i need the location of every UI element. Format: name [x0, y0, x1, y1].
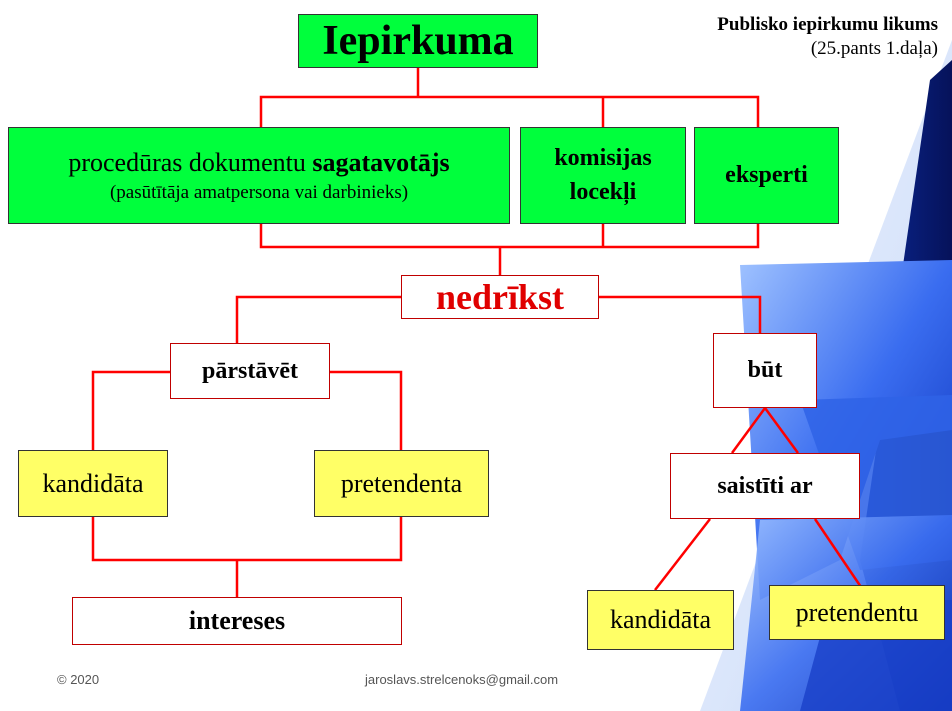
candidate-right-label: kandidāta — [609, 605, 712, 634]
root-node-label: Iepirkuma — [322, 18, 514, 64]
be-label: būt — [747, 357, 783, 383]
experts-node-box: eksperti — [694, 127, 839, 224]
represent-node-box: pārstāvēt — [170, 343, 330, 399]
prohibition-label: nedrīkst — [435, 277, 565, 317]
represent-label: pārstāvēt — [202, 357, 298, 384]
experts-label: eksperti — [725, 162, 808, 188]
interests-node-box: intereses — [72, 597, 402, 645]
commission-label-line1: komisijas — [554, 144, 652, 171]
law-title: Publisko iepirkumu likums — [717, 14, 938, 35]
be-node-box: būt — [713, 333, 817, 408]
candidate-right-box: kandidāta — [587, 590, 734, 650]
commission-node-box: komisijas locekļi — [520, 127, 686, 224]
law-article: (25.pants 1.daļa) — [810, 38, 938, 59]
preparer-bold-label: sagatavotājs — [312, 147, 450, 177]
candidate-left-label: kandidāta — [42, 468, 144, 498]
law-reference: Publisko iepirkumu likums (25.pants 1.da… — [600, 14, 938, 60]
tenderer-right-box: pretendentu — [769, 585, 945, 640]
footer-email: jaroslavs.strelcenoks@gmail.com — [365, 672, 559, 687]
tenderer-left-box: pretendenta — [314, 450, 489, 517]
tenderer-right-label: pretendentu — [795, 597, 919, 627]
tenderer-left-label: pretendenta — [340, 468, 463, 498]
related-to-node-box: saistīti ar — [670, 453, 860, 519]
related-to-label: saistīti ar — [717, 472, 813, 499]
root-node-box: Iepirkuma — [298, 14, 538, 68]
preparer-node-box: procedūras dokumentu sagatavotājs (pasūt… — [8, 127, 510, 224]
preparer-sub-label: (pasūtītāja amatpersona vai darbinieks) — [109, 181, 409, 203]
commission-label-line2: locekļi — [569, 178, 637, 205]
candidate-left-box: kandidāta — [18, 450, 168, 517]
footer-copyright: © 2020 — [57, 672, 100, 687]
preparer-title: procedūras dokumentu sagatavotājs — [68, 148, 449, 178]
prohibition-node-box: nedrīkst — [401, 275, 599, 319]
preparer-main-label: procedūras dokumentu — [68, 147, 306, 177]
interests-label: intereses — [188, 606, 286, 635]
